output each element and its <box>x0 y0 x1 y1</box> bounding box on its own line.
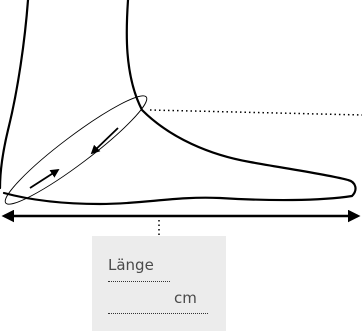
unit-label: cm <box>174 289 197 307</box>
curved-arrow-icon-upper <box>90 127 119 155</box>
length-dotted-underline <box>108 281 170 282</box>
curved-arrow-icon-lower <box>29 169 60 189</box>
instep-girth-ellipse <box>4 95 148 205</box>
foot-outline <box>2 0 357 206</box>
measurement-label-box: Länge cm <box>92 236 226 331</box>
heel-outline <box>0 0 30 190</box>
length-label: Länge <box>108 256 154 274</box>
instep-dotted-line <box>149 109 362 116</box>
value-dotted-underline <box>108 313 208 314</box>
